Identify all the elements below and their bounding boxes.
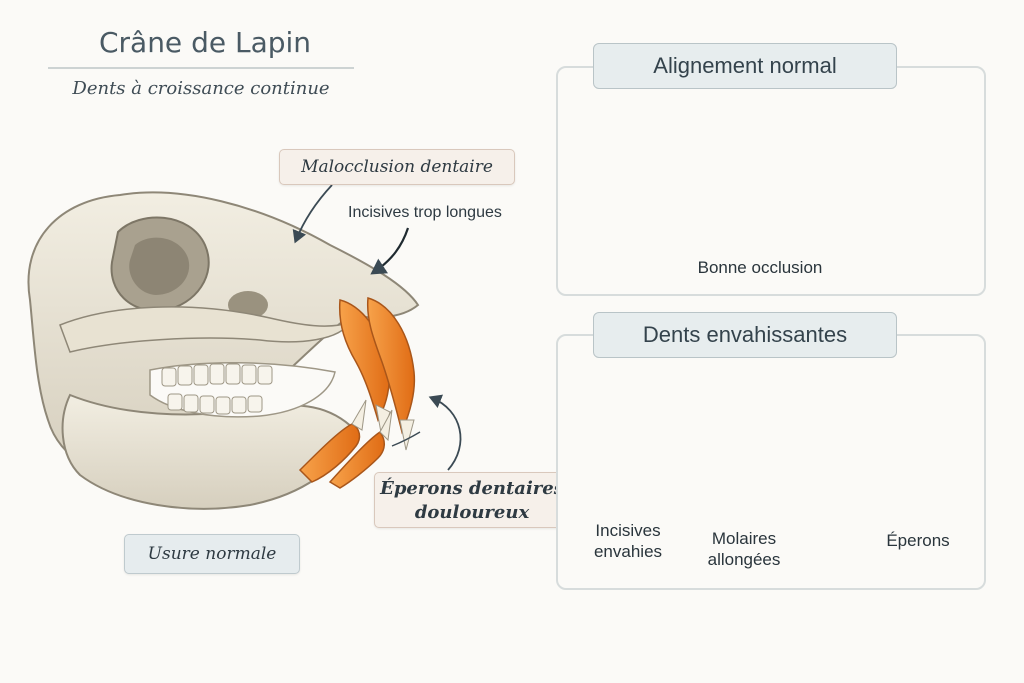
eperons-arrow-tail [391, 431, 421, 447]
eperons-panel-label: Éperons [886, 531, 950, 550]
incisives-label: Incisives trop longues [348, 204, 502, 221]
skull-upper-molars [161, 363, 273, 387]
molaires-allongees-label: Molaires allongées [690, 528, 798, 570]
incisives-arrow [370, 227, 410, 275]
normal-alignment-title: Alignement normal [593, 43, 897, 89]
normal-alignment-panel [556, 66, 986, 296]
page-subtitle: Dents à croissance continue [72, 78, 330, 99]
malocclusion-arrow [292, 184, 333, 244]
rabbit-skull [27, 191, 420, 510]
lower-incisor-2 [328, 430, 385, 489]
skull-orbit-inner [129, 237, 190, 295]
eperons-tag-line1: Éperons dentaires [380, 478, 564, 499]
malocclusion-tag: Malocclusion dentaire [279, 149, 515, 185]
invasive-teeth-panel [556, 334, 986, 590]
title-divider [48, 67, 354, 69]
lower-incisor-1 [298, 423, 361, 483]
skull-lower-molars [167, 393, 263, 415]
incisives-envahies-line2: envahies [593, 542, 663, 561]
molaires-line1: Molaires [711, 529, 777, 548]
lower-incisor-tips [351, 399, 393, 442]
page-title: Crâne de Lapin [98, 26, 312, 59]
normal-alignment-caption: Bonne occlusion [697, 258, 823, 277]
molaires-line2: allongées [707, 550, 781, 569]
incisives-envahies-line1: Incisives [595, 521, 661, 540]
invasive-teeth-title: Dents envahissantes [593, 312, 897, 358]
usure-normale-tag: Usure normale [124, 534, 300, 574]
eperons-tag: Éperons dentaires douloureux [374, 472, 570, 528]
eperons-arrow [428, 394, 462, 471]
incisives-envahies-label: Incisives envahies [576, 520, 680, 562]
eperons-tag-line2: douloureux [414, 502, 530, 523]
